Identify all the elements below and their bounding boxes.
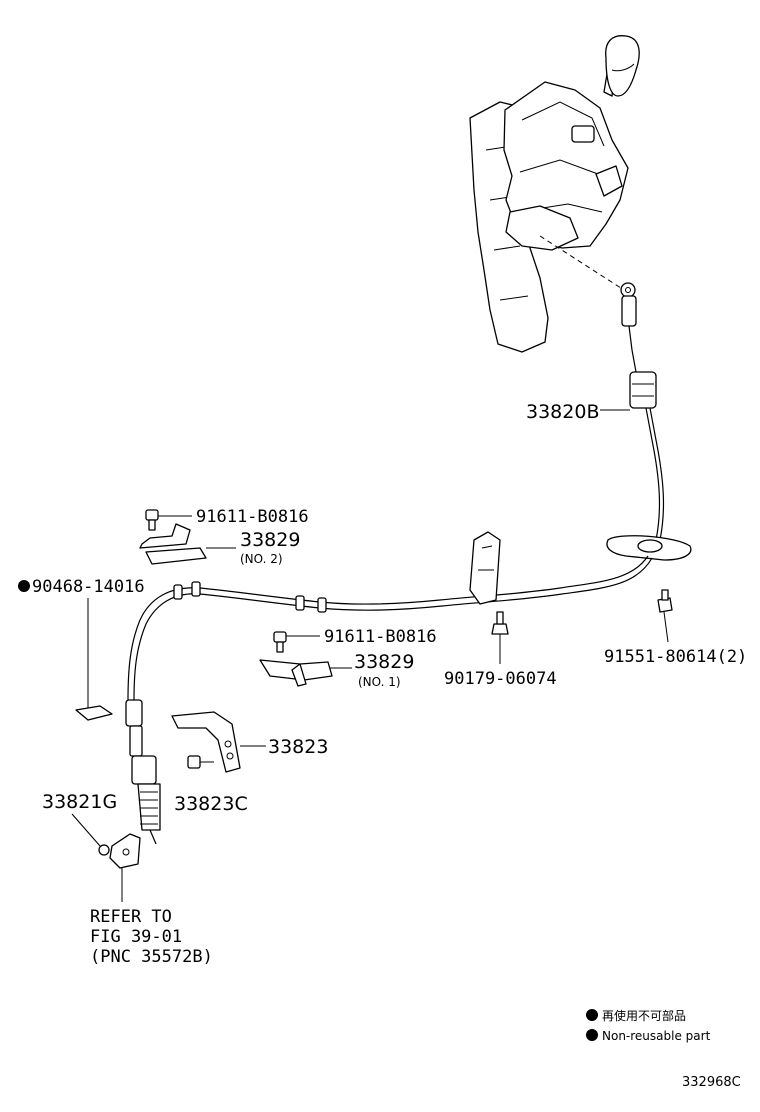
bracket-33829-no2 — [139, 523, 236, 565]
connection-dashed-line — [539, 235, 625, 291]
bolt-91551-80614 — [657, 589, 673, 643]
bolt-91611-mid — [273, 631, 320, 653]
bolt-91611-top — [145, 509, 192, 531]
label-33821G: 33821G — [42, 791, 117, 813]
label-33823C: 33823C — [174, 793, 248, 815]
label-33829-no2-sub: (NO. 2) — [240, 552, 283, 566]
legend-dot-en — [586, 1029, 598, 1041]
bolt-90179-06074 — [491, 611, 509, 664]
legend: 再使用不可部品 Non-reusable part — [586, 1008, 711, 1043]
figure-code: 332968C — [682, 1075, 741, 1090]
refer-line-1: REFER TO — [90, 907, 172, 927]
clip-90468-14016 — [75, 598, 113, 721]
label-90179: 90179-06074 — [444, 669, 557, 689]
legend-en: Non-reusable part — [602, 1029, 711, 1043]
nut-33821G — [71, 813, 110, 856]
bracket-33829-no1 — [259, 659, 352, 687]
shift-lever-assembly — [469, 35, 640, 353]
label-91551: 91551-80614(2) — [604, 647, 747, 667]
bracket-33823 — [171, 711, 266, 773]
non-reusable-marker-90468 — [18, 580, 30, 592]
legend-dot-jp — [586, 1009, 598, 1021]
label-33829-no2: 33829 — [240, 529, 300, 551]
lower-bracket-ref — [109, 833, 141, 902]
label-33829-no1-sub: (NO. 1) — [358, 675, 401, 689]
cable-support-bracket — [469, 531, 501, 605]
refer-line-2: FIG 39-01 — [90, 927, 182, 947]
label-91611-top: 91611-B0816 — [196, 507, 309, 527]
label-91611-mid: 91611-B0816 — [324, 627, 437, 647]
legend-jp: 再使用不可部品 — [602, 1008, 686, 1023]
refer-line-3: (PNC 35572B) — [90, 947, 213, 967]
label-33823: 33823 — [268, 736, 328, 758]
label-33820B: 33820B — [526, 401, 599, 423]
shift-cable-33820B — [125, 282, 692, 845]
label-33829-no1: 33829 — [354, 651, 414, 673]
label-90468: 90468-14016 — [32, 577, 145, 597]
bolt-33823C — [187, 755, 214, 769]
